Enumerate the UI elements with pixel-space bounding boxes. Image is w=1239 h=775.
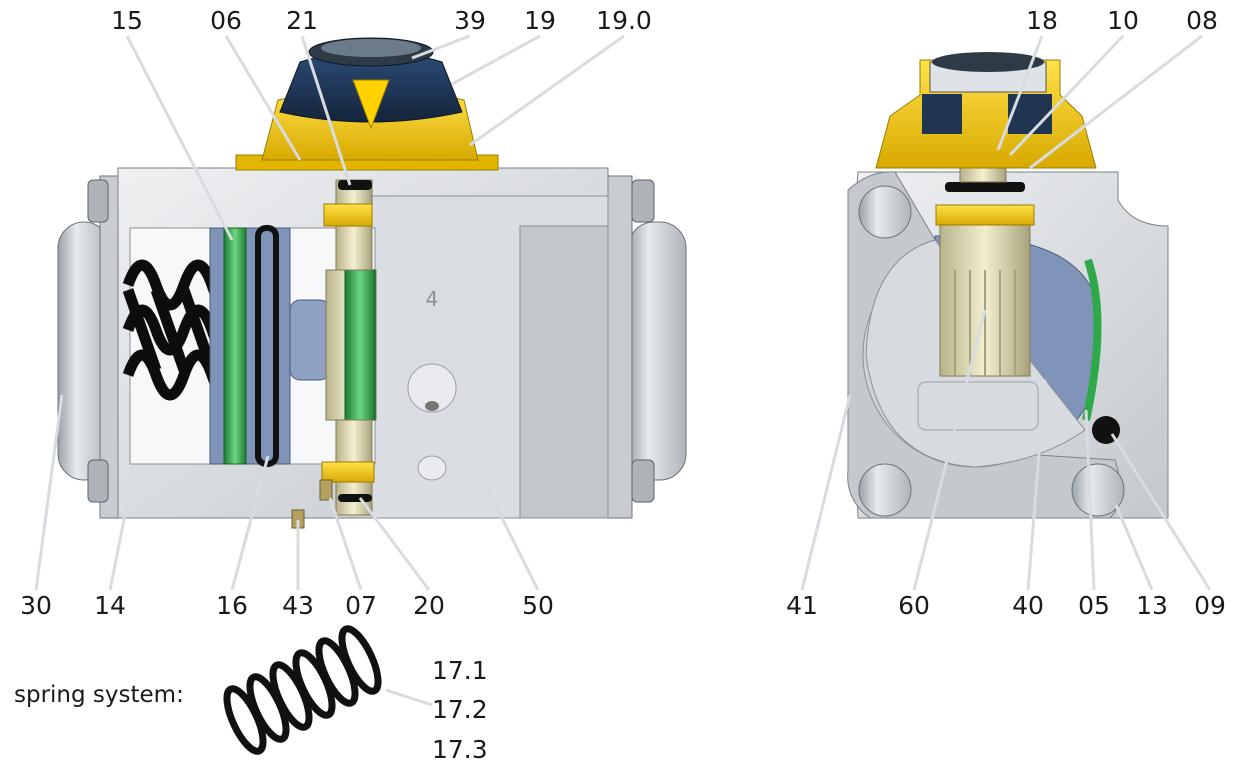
bearing-yellow xyxy=(935,204,1035,226)
part-label: 16 xyxy=(216,591,248,620)
port-hole-small xyxy=(417,455,447,481)
part-label: 21 xyxy=(286,6,318,35)
spring-label: 17.1 xyxy=(432,656,488,685)
part-label: 43 xyxy=(282,591,314,620)
end-cap-right xyxy=(627,221,687,481)
leader-lines xyxy=(34,34,1212,707)
part-label: 40 xyxy=(1012,591,1044,620)
bolt-bottom-left xyxy=(858,463,912,517)
leader-line xyxy=(411,34,471,60)
body-marking: 4 xyxy=(426,287,439,311)
part-label: 60 xyxy=(898,591,930,620)
leader-line xyxy=(1029,34,1203,170)
leader-line xyxy=(230,455,270,591)
leader-line xyxy=(108,469,136,591)
leader-line xyxy=(385,688,433,707)
part-label: 18 xyxy=(1026,6,1058,35)
leader-line xyxy=(1114,504,1154,591)
part-label: 39 xyxy=(454,6,486,35)
part-label: 50 xyxy=(522,591,554,620)
spring-system-caption: spring system: xyxy=(14,682,184,708)
leader-line xyxy=(1110,433,1212,591)
spring-system-drawing xyxy=(223,625,382,755)
guide-band xyxy=(223,227,247,465)
leader-line xyxy=(451,34,541,86)
bearing-bottom xyxy=(321,461,375,483)
bearing-top xyxy=(323,203,373,227)
part-label: 14 xyxy=(94,591,126,620)
part-label: 10 xyxy=(1107,6,1139,35)
port-hole xyxy=(407,363,457,413)
leader-line xyxy=(34,394,64,591)
leader-line xyxy=(1026,379,1047,591)
leader-line xyxy=(224,35,302,161)
part-label: 19.0 xyxy=(596,6,652,35)
part-label: 41 xyxy=(786,591,818,620)
part-label: 08 xyxy=(1186,6,1218,35)
part-label: 20 xyxy=(413,591,445,620)
part-label: 05 xyxy=(1078,591,1110,620)
part-label: 07 xyxy=(345,591,377,620)
leader-line xyxy=(996,35,1044,151)
leader-line xyxy=(358,497,431,591)
stop-screw xyxy=(319,479,333,501)
leader-line xyxy=(300,35,352,186)
spring-label: 17.3 xyxy=(432,735,488,764)
leader-line xyxy=(1084,409,1096,591)
leader-line xyxy=(469,34,625,147)
leader-line xyxy=(480,477,540,591)
indicator-pointer xyxy=(352,79,390,130)
part-label: 09 xyxy=(1194,591,1226,620)
leader-line xyxy=(912,309,987,591)
left-cutaway-view: 4 xyxy=(57,37,687,529)
leader-line xyxy=(125,35,234,241)
part-label: 19 xyxy=(524,6,556,35)
bolt-bottom-right xyxy=(1071,463,1125,517)
leader-line xyxy=(800,394,852,591)
spring-label: 17.2 xyxy=(432,695,488,724)
leader-line xyxy=(1008,34,1125,157)
part-label: 06 xyxy=(210,6,242,35)
part-label: 30 xyxy=(20,591,52,620)
part-label: 15 xyxy=(111,6,143,35)
leader-line xyxy=(328,497,363,591)
part-label: 13 xyxy=(1136,591,1168,620)
bolt-top-left xyxy=(858,185,912,239)
